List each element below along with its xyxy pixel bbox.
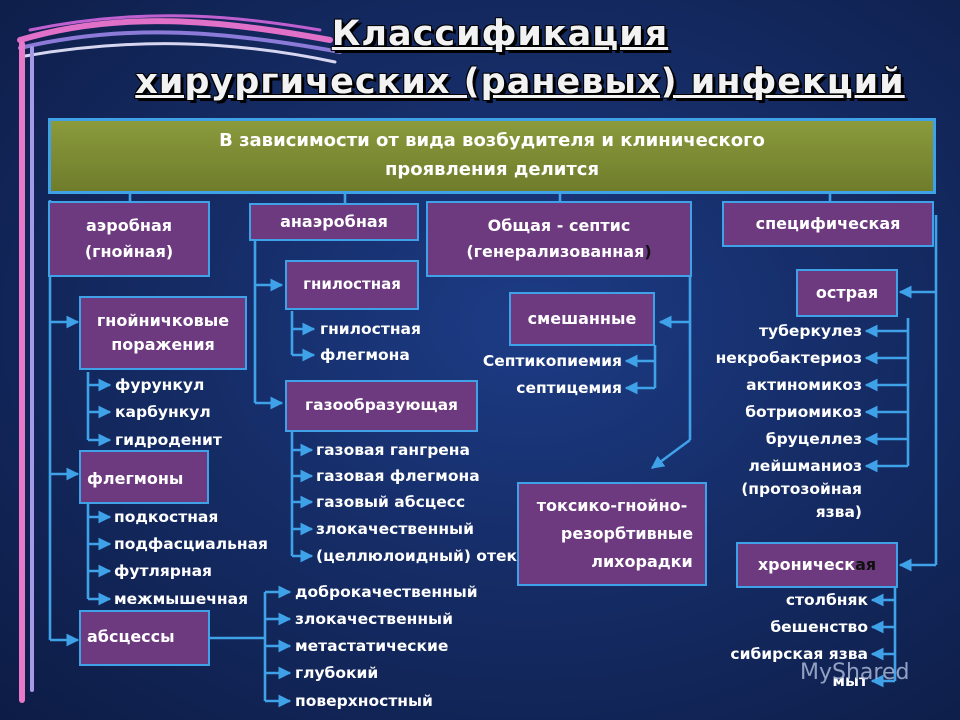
acute-item-text: язва) bbox=[815, 503, 862, 521]
group-abscesses: абсцессы bbox=[79, 610, 210, 666]
aerobic-line-2: (гнойная) bbox=[84, 242, 174, 261]
abscess-item: глубокий bbox=[295, 664, 379, 682]
putrefactive-item: гнилостная bbox=[320, 320, 421, 338]
mixed-item: септицемия bbox=[516, 379, 622, 397]
acute-item: лейшманиоз bbox=[748, 457, 862, 475]
group-phlegmons: флегмоны bbox=[79, 450, 209, 504]
group-mixed: смешанные bbox=[509, 292, 655, 346]
gas-forming-item: газовый абсцесс bbox=[316, 493, 466, 511]
gas-forming-item: газовая флегмона bbox=[316, 467, 480, 485]
chronic-item: мыт bbox=[832, 672, 868, 690]
group-putrefactive: гнилостная bbox=[285, 260, 419, 310]
group-toxic-fever: токсико-гнойно- резорбтивные лихорадки bbox=[517, 482, 707, 586]
abscess-item: доброкачественный bbox=[295, 583, 478, 601]
aerobic-line-1: аэробная bbox=[85, 215, 173, 235]
sepsis-line-2-text: (генерализованная bbox=[466, 242, 645, 261]
pustular-line-2: поражения bbox=[111, 335, 215, 354]
title-line-1: Классификация bbox=[331, 14, 669, 54]
acute-item: туберкулез bbox=[758, 322, 862, 340]
group-acute: острая bbox=[796, 269, 898, 317]
phlegmon-item: подфасциальная bbox=[114, 535, 268, 553]
abscess-item: поверхностный bbox=[295, 692, 433, 710]
category-sepsis: Общая - септис (генерализованная) bbox=[426, 201, 692, 277]
sepsis-line-2: (генерализованная) bbox=[466, 239, 651, 265]
pustular-line-1: гнойничковые bbox=[96, 311, 230, 330]
chronic-item: столбняк bbox=[785, 591, 868, 609]
abscess-item: метастатические bbox=[295, 637, 449, 655]
pustular-item: гидроденит bbox=[115, 431, 222, 449]
category-anaerobic: анаэробная bbox=[249, 203, 419, 241]
acute-item: некробактериоз bbox=[715, 349, 862, 367]
chronic-item: бешенство bbox=[770, 618, 868, 636]
sepsis-line-1: Общая - септис bbox=[487, 215, 631, 235]
category-specific: специфическая bbox=[722, 201, 934, 247]
title-line-2: хирургических (раневых) инфекций bbox=[135, 62, 905, 102]
decorative-ribbons bbox=[17, 14, 342, 703]
acute-item: язва) bbox=[690, 503, 862, 522]
toxic-line-3: лихорадки bbox=[591, 552, 693, 571]
pustular-item: карбункул bbox=[115, 403, 211, 421]
acute-item: актиномикоз bbox=[746, 376, 862, 394]
phlegmon-item: подкостная bbox=[114, 508, 219, 526]
category-aerobic: аэробная (гнойная) bbox=[48, 201, 210, 277]
mixed-item: Септикопиемия bbox=[482, 352, 622, 370]
gas-forming-item: (целлюлоидный) отек bbox=[316, 547, 517, 565]
root-line-1: В зависимости от вида возбудителя и клин… bbox=[219, 130, 765, 152]
root-line-2: проявления делится bbox=[384, 159, 600, 180]
chronic-item: сибирская язва bbox=[730, 645, 868, 663]
acute-item: (протозойная bbox=[741, 480, 862, 498]
pustular-item: фурункул bbox=[115, 376, 205, 394]
group-pustular: гнойничковые поражения bbox=[79, 296, 247, 370]
toxic-line-2: резорбтивные bbox=[560, 524, 694, 543]
toxic-line-1: токсико-гнойно- bbox=[536, 496, 688, 515]
chronic-label: хроническ bbox=[757, 554, 856, 574]
acute-item: ботриомикоз bbox=[745, 403, 862, 421]
gas-forming-item: злокачественный bbox=[316, 520, 474, 538]
phlegmon-item: межмышечная bbox=[114, 590, 249, 608]
sepsis-line-2-tail: ) bbox=[644, 242, 652, 261]
group-gas-forming: газообразующая bbox=[285, 380, 478, 432]
putrefactive-item: флегмона bbox=[320, 346, 410, 364]
phlegmon-item: футлярная bbox=[114, 562, 212, 580]
root-box: В зависимости от вида возбудителя и клин… bbox=[48, 118, 936, 194]
watermark-logo: MyShared bbox=[800, 660, 910, 685]
gas-forming-item: газовая гангрена bbox=[316, 441, 470, 459]
acute-item: бруцеллез bbox=[765, 430, 862, 448]
abscess-item: злокачественный bbox=[295, 610, 453, 628]
chronic-label-tail: ая bbox=[855, 554, 877, 574]
